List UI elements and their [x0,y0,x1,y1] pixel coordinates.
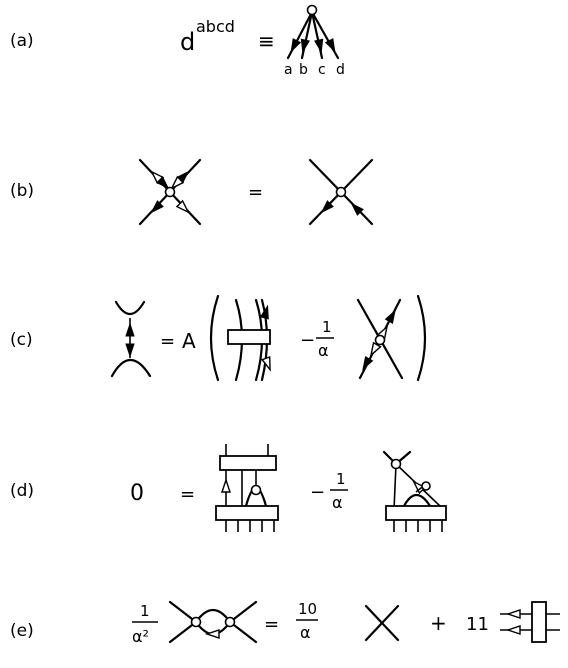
equals-sign: = [160,331,175,352]
crossed-diagram [356,298,404,380]
top-projector-box [219,455,277,471]
row-c: (c) = A − 1 α [10,294,427,382]
filled-arrow-ne [385,308,399,324]
vertex-circle-top [390,458,402,470]
vertex-circle-left [190,616,202,628]
vertex-circle [374,334,386,346]
open-arrow-up [221,479,231,493]
arrow-d [325,38,339,54]
frac2-denominator: α [300,623,311,642]
d-symbol: d [180,28,195,56]
vertex-circle-right [224,616,236,628]
coefficient-11: 11 [466,614,489,635]
index-c: c [318,62,326,78]
frac-numerator: 1 [336,470,346,488]
row-a-label: (a) [10,31,34,51]
row-b: (b) = [10,158,374,226]
index-a: a [284,62,293,78]
minus-sign: − [300,330,315,351]
arrow-up [125,323,135,337]
equals-sign: = [248,182,263,203]
projector-box [227,329,271,345]
row-b-label: (b) [10,181,34,201]
index-d: d [336,62,345,78]
frac2-numerator: 10 [298,600,317,618]
projector-box [531,601,547,643]
vertex-circle [250,484,262,496]
right-paren [416,294,427,382]
projector-double-line-diagram [500,601,560,643]
plain-vertex [364,604,400,642]
arrow-a [287,38,301,54]
filled-arrow [260,304,272,320]
projector-identity-diagram [215,444,279,532]
row-d-label: (d) [10,481,34,501]
equiv-sign: ≡ [258,29,275,53]
minus-sign: − [310,482,325,503]
zero-lhs: 0 [130,481,144,506]
vertex-with-arrows-left [138,158,202,226]
index-b: b [299,62,308,78]
row-a: (a) d abcd ≡ a b c d [10,4,345,78]
d-superscript: abcd [196,17,235,36]
coefficient-a: A [182,329,196,353]
bottom-projector-box [215,505,279,521]
row-e-label: (e) [10,621,34,641]
open-arrow [206,629,220,639]
row-e: (e) 1 α² = 10 α + 11 [10,600,560,646]
projector-box-diagram [227,298,275,382]
frac-numerator: 1 [140,602,150,620]
arrow-b [298,38,310,54]
row-d: (d) 0 = − 1 α [10,444,447,532]
vertex-projector-diagram [382,450,447,532]
vertex-circle [164,186,176,198]
frac-numerator: 1 [322,318,332,336]
equals-sign: = [264,614,279,635]
vertex-plain-right [308,158,374,226]
d-tensor-vertex [286,4,340,60]
row-c-label: (c) [10,330,33,350]
arrow-c [314,38,326,54]
left-paren [209,294,220,382]
arrow-down [125,343,135,357]
frac-denominator: α² [132,627,149,646]
bottom-projector-box [385,505,447,521]
vertex-circle [335,186,347,198]
frac-denominator: α [318,341,329,360]
open-arrow-top [507,609,521,619]
equals-sign: = [180,484,195,505]
vertex-circle-inner [421,481,431,491]
propagator-diagram [110,300,152,378]
vertex-circle [306,4,318,16]
open-arrow-bottom [507,625,521,635]
frac-denominator: α [332,493,343,512]
plus-sign: + [430,611,447,635]
bubble-diagram [168,600,258,644]
